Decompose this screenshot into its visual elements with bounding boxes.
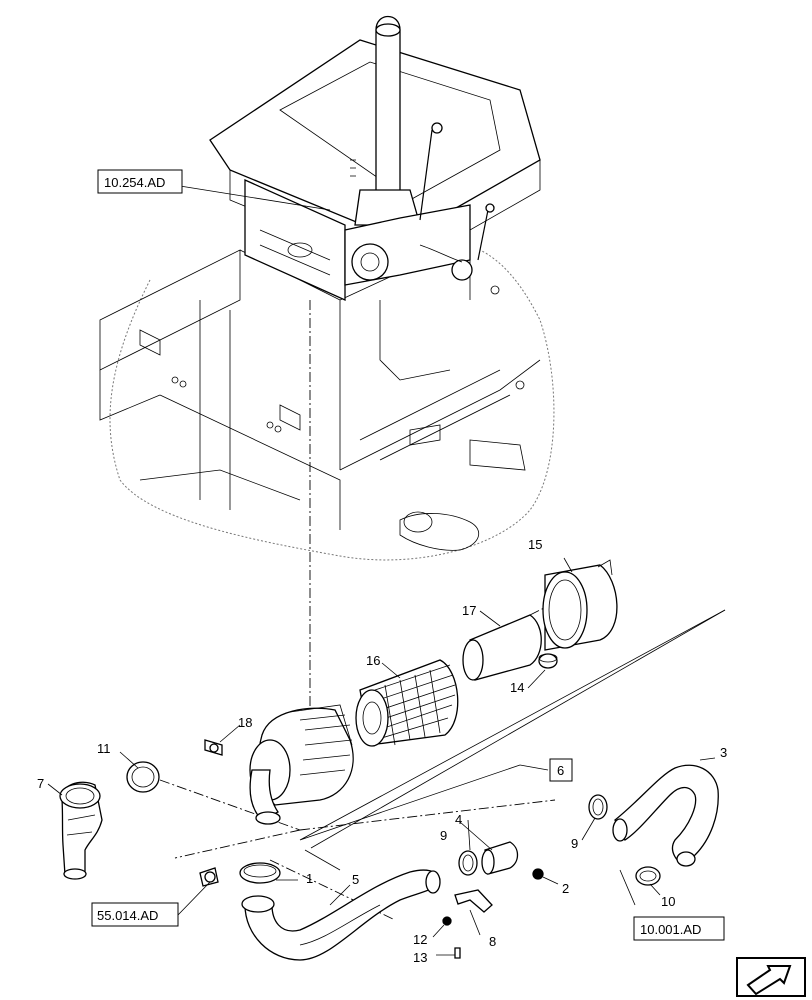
callout-17: 17 [462, 603, 476, 618]
ref-box-top[interactable]: 10.254.AD [97, 169, 183, 194]
part-17-inner-element [462, 614, 542, 681]
callout-12: 12 [413, 932, 427, 947]
callout-16: 16 [366, 653, 380, 668]
part-1-clamp [239, 862, 281, 884]
leader-lines [47, 185, 726, 956]
ref-box-left[interactable]: 55.014.AD [91, 902, 179, 927]
callout-2: 2 [562, 881, 569, 896]
callout-3: 3 [720, 745, 727, 760]
part-2-nut [532, 868, 544, 880]
part-8-bracket [454, 889, 493, 913]
part-3-hose [612, 764, 719, 867]
part-5-hose [241, 869, 441, 961]
ref-label-top: 10.254.AD [104, 175, 165, 190]
ref-box-right[interactable]: 10.001.AD [633, 916, 725, 941]
callout-10: 10 [661, 894, 675, 909]
part-4-coupler [481, 841, 519, 875]
ref-label-right: 10.001.AD [640, 922, 701, 937]
callout-15: 15 [528, 537, 542, 552]
callout-4: 4 [455, 812, 462, 827]
callout-9b: 9 [571, 836, 578, 851]
callout-1: 1 [306, 871, 313, 886]
part-11-clamp [126, 761, 160, 793]
part-9-clamp-left [458, 850, 478, 876]
callout-14: 14 [510, 680, 524, 695]
part-9-clamp-right [588, 794, 608, 820]
ref-label-left: 55.014.AD [97, 908, 158, 923]
part-16-filter-element [355, 659, 459, 747]
part-7-elbow-duct [59, 781, 103, 880]
arrow-icon[interactable] [736, 957, 806, 997]
callouts: 1 2 3 4 5 7 8 9 9 10 11 12 13 14 15 16 1… [37, 537, 727, 965]
group-box: 6 [549, 758, 573, 782]
callout-7: 7 [37, 776, 44, 791]
callout-18: 18 [238, 715, 252, 730]
part-10-clamp [635, 866, 661, 886]
part-12-washer [442, 916, 452, 926]
group-box-label: 6 [557, 763, 564, 778]
callout-5: 5 [352, 872, 359, 887]
part-14-cap [538, 653, 558, 669]
engine-assembly [209, 15, 541, 302]
callout-8: 8 [489, 934, 496, 949]
callout-13: 13 [413, 950, 427, 965]
callout-9a: 9 [440, 828, 447, 843]
part-18-sensor [204, 739, 223, 756]
part-15-housing-cover [542, 559, 618, 651]
callout-11: 11 [97, 741, 111, 756]
alignment-lines [159, 300, 561, 921]
air-cleaner-body [249, 704, 354, 825]
part-13-bolt [454, 947, 461, 959]
